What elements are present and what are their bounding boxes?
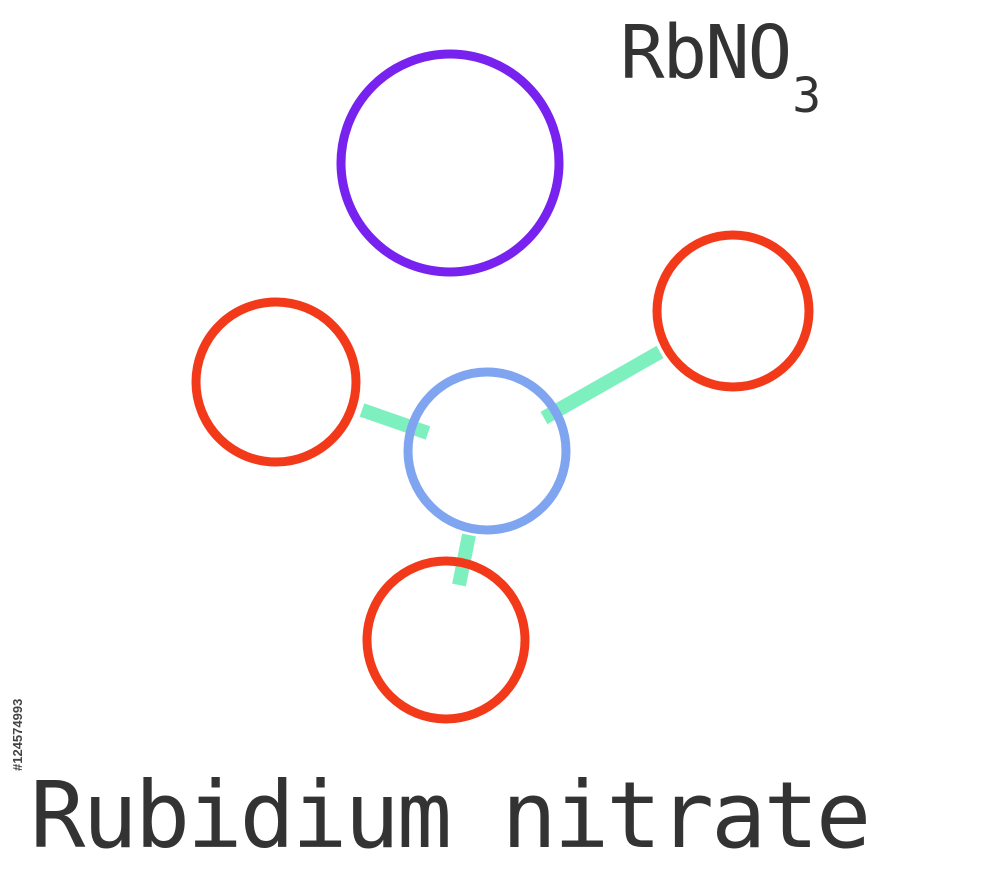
formula-main: RbNO (620, 10, 792, 96)
atom-oxygen-right (652, 230, 814, 392)
compound-name: Rubidium nitrate (30, 762, 871, 869)
chemical-formula: RbNO3 (620, 16, 821, 120)
formula-subscript: 3 (792, 68, 821, 124)
atom-rubidium (336, 49, 564, 277)
atom-nitrogen (403, 367, 571, 535)
atom-oxygen-bottom (362, 556, 530, 724)
bond-n-o-left (359, 403, 431, 440)
atom-oxygen-left (191, 297, 361, 467)
bond-n-o-right (540, 345, 664, 425)
stock-id: #124574993 (10, 698, 25, 772)
